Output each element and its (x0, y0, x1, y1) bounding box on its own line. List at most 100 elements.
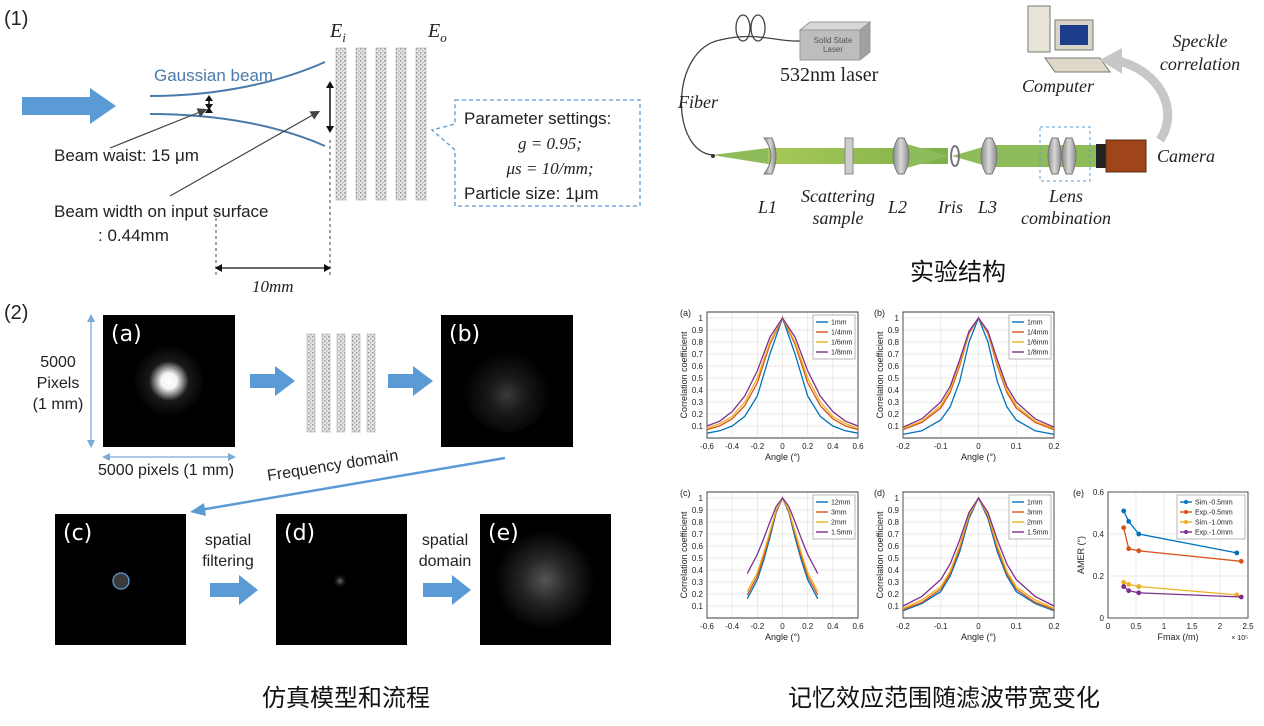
y-tick-label: 0.1 (888, 602, 900, 611)
series-line-3 (1123, 581, 1237, 596)
lens-l3 (980, 137, 998, 175)
y-tick-label: 0 (1100, 614, 1105, 623)
data-point (1238, 558, 1244, 564)
lens-l1 (762, 137, 777, 175)
l3-label: L3 (978, 197, 998, 217)
plot-frame (706, 491, 859, 619)
y-tick-label: 0.3 (692, 398, 704, 407)
y-tick-label: 0.9 (692, 506, 704, 515)
y-tick-label: 0.9 (692, 326, 704, 335)
y-tick-label: 0.3 (888, 578, 900, 587)
panel-e-label: (e) (488, 521, 519, 546)
y-tick-label: 0.8 (888, 338, 900, 347)
data-point (1121, 584, 1127, 589)
y-tick-label: 0.6 (692, 542, 704, 551)
l2-label: L2 (888, 197, 908, 217)
legend-label: 1mm (1027, 320, 1043, 327)
series-line-4 (902, 316, 1055, 428)
legend-label: 1/6mm (831, 340, 853, 347)
y-tick-label: 0.3 (692, 578, 704, 587)
distance-label: 10mm (252, 277, 294, 296)
legend-label: Sim.-1.0mm (1195, 520, 1233, 527)
data-point (1234, 550, 1240, 556)
x-tick-label: 2.5 (1242, 622, 1254, 631)
legend-label: 2mm (831, 520, 847, 527)
y-tick-label: 0.4 (692, 386, 704, 395)
legend-marker (1184, 530, 1188, 534)
y-tick-label: 0.7 (692, 350, 704, 359)
panel-b-label: (b) (449, 322, 481, 347)
x-axis-label: Fmax (/m) (1158, 632, 1199, 642)
solid-state-laser (798, 20, 872, 62)
y-tick-label: 0.2 (1093, 572, 1105, 581)
y-axis-label: AMER (°) (1076, 536, 1086, 574)
panel-c-label: (c) (63, 521, 93, 546)
x-axis-label: Angle (°) (765, 452, 800, 462)
plot-frame (706, 311, 859, 439)
x-tick-label: 0.1 (1011, 622, 1023, 631)
y-tick-label: 0.4 (888, 566, 900, 575)
parameter-box: Parameter settings: g = 0.95; μs = 10/mm… (464, 106, 636, 206)
x-tick-label: 0 (976, 442, 981, 451)
param-title: Parameter settings: (464, 109, 612, 128)
x-tick-label: 0.6 (852, 622, 864, 631)
panel-label: (d) (874, 488, 885, 498)
panel-d-label: (d) (284, 521, 316, 546)
x-tick-label: 0.4 (827, 622, 839, 631)
param-mu: μs = 10/mm; (506, 159, 594, 178)
panel-label: (c) (680, 488, 691, 498)
x-tick-label: 0.2 (1048, 622, 1060, 631)
x-tick-label: -0.6 (700, 442, 714, 451)
y-tick-label: 0.3 (888, 398, 900, 407)
y-tick-label: 0.6 (888, 362, 900, 371)
gaussian-beam-label: Gaussian beam (154, 66, 274, 85)
legend-label: 1.5mm (831, 530, 853, 537)
x-axis-label: Angle (°) (765, 632, 800, 642)
legend-label: 1/6mm (1027, 340, 1049, 347)
legend-label: 1/4mm (831, 330, 853, 337)
y-tick-label: 1 (895, 494, 900, 503)
y-axis-label: Correlation coefficient (875, 511, 885, 598)
ei-label: Ei (330, 20, 346, 45)
beam-width-label: Beam width on input surface (54, 202, 269, 221)
legend-label: Sim.-0.5mm (1195, 500, 1233, 507)
series-line-2 (1123, 527, 1242, 562)
scattering-sample (844, 137, 854, 175)
data-point (1136, 590, 1142, 596)
y-tick-label: 0.2 (888, 410, 900, 419)
legend-label: Exp.-0.5mm (1195, 510, 1233, 517)
series-line-4 (902, 496, 1055, 607)
x-tick-label: 0.4 (827, 442, 839, 451)
x-tick-label: -0.2 (750, 442, 764, 451)
y-tick-label: 0.2 (888, 590, 900, 599)
x-axis-label: Angle (°) (961, 452, 996, 462)
x-tick-label: -0.4 (725, 622, 739, 631)
y-axis-label: Correlation coefficient (679, 331, 689, 418)
legend-label: 1/8mm (1027, 350, 1049, 357)
data-point (1121, 525, 1127, 531)
iris (950, 145, 960, 167)
legend-marker (1184, 500, 1188, 504)
y-tick-label: 1 (699, 314, 704, 323)
x-tick-label: 0.2 (802, 622, 814, 631)
x-tick-label: -0.4 (725, 442, 739, 451)
scattering-sample-label: Scattering sample (801, 186, 875, 228)
data-point (1234, 592, 1240, 598)
data-point (1126, 588, 1132, 594)
x-tick-label: 2 (1218, 622, 1223, 631)
data-point (1121, 508, 1127, 514)
camera (1096, 139, 1147, 173)
series-line-4 (706, 316, 859, 427)
spatial-filtering-label: spatial filtering (202, 532, 254, 570)
pixels-vertical-label: 5000 Pixels (1 mm) (32, 354, 84, 413)
scattering-layers (335, 47, 427, 201)
x-tick-label: 1.5 (1186, 622, 1198, 631)
l1-label: L1 (758, 197, 778, 217)
